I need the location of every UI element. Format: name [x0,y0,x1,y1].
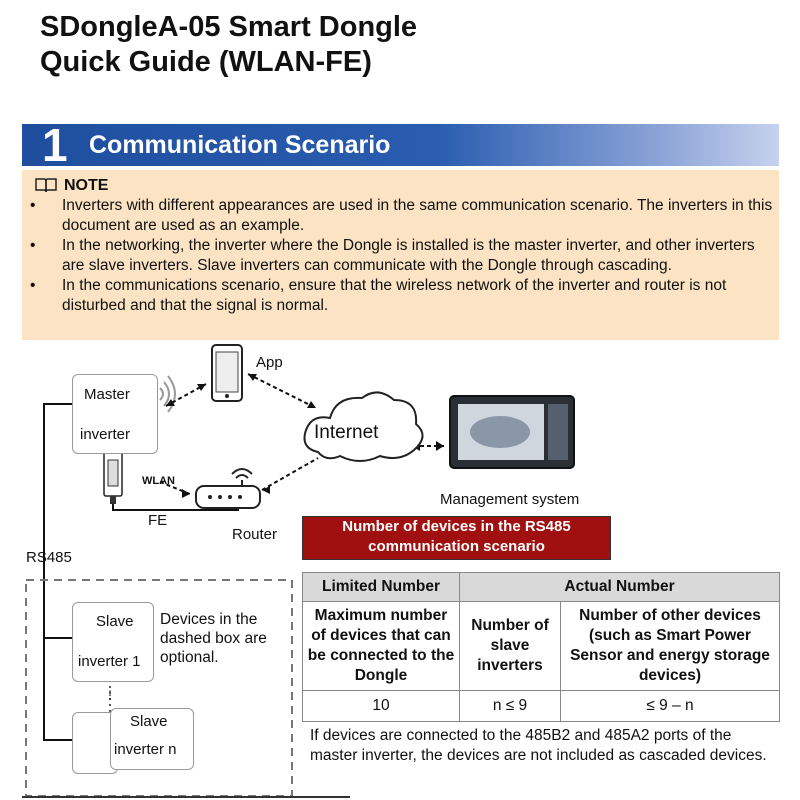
management-system-label: Management system [440,491,580,508]
table-cell: 10 [302,690,460,722]
note-box [22,170,779,340]
internet-label: Internet [314,422,379,443]
table-header-cell: Limited Number [302,572,460,602]
bullet-icon: • [30,197,36,214]
master-inverter-label: inverter [80,426,131,443]
note-item: •In the communications scenario, ensure … [30,277,727,314]
note-item: •Inverters with different appearances ar… [30,197,773,234]
slaven-top-label: Slave [130,713,168,730]
internet-cloud-icon [303,391,424,462]
device-count-table: Limited Number Actual Number Maximum num… [302,572,780,722]
note-list: •Inverters with different appearances ar… [28,196,773,316]
title-line-2: Quick Guide (WLAN-FE) [40,46,372,78]
bullet-icon: • [30,237,36,254]
rs485-label: RS485 [26,549,72,566]
note-item: •In the networking, the inverter where t… [30,237,755,274]
master-inverter-box [72,374,158,454]
table-row: 10 n ≤ 9 ≤ 9 – n [302,690,780,722]
slave1-bottom-label: inverter 1 [78,653,141,670]
title-line-1: SDongleA-05 Smart Dongle [40,11,418,43]
router-label: Router [232,526,278,543]
table-cell: n ≤ 9 [459,690,561,722]
bottom-rule [22,796,350,798]
management-monitor-icon [449,395,575,469]
section-header-bar [22,124,779,166]
note-heading: NOTE [34,176,108,196]
slave1-top-label: Slave [96,613,134,630]
table-title: Number of devices in the RS485 communica… [302,516,611,560]
book-icon [35,178,57,193]
table-header-cell: Actual Number [459,572,780,602]
footnote: If devices are connected to the 485B2 an… [310,727,767,764]
table-header-row: Limited Number Actual Number [302,572,780,602]
section-title: Communication Scenario [89,131,391,159]
table-cell: ≤ 9 – n [560,690,780,722]
document-title: SDongleA-05 Smart Dongle Quick Guide (WL… [40,10,417,80]
table-subheader-cell: Maximum number of devices that can be co… [302,601,460,691]
router-icon [195,468,261,509]
note-label: NOTE [64,177,109,194]
dongle-icon [103,451,123,504]
wifi-signal-icon [159,375,176,413]
ellipsis-label: ⋮ [104,688,116,702]
table-subheader-cell: Number of slave inverters [459,601,561,691]
wlan-label: WLAN [142,475,175,487]
master-label: Master [84,386,130,403]
table-subheader-row: Maximum number of devices that can be co… [302,601,780,691]
optional-note: Devices in the dashed box are optional. [160,611,267,666]
section-number: 1 [42,119,68,171]
bullet-icon: • [30,277,36,294]
slave-inverter-n-box [110,708,194,770]
fe-label: FE [148,512,168,529]
app-label: App [256,354,283,371]
phone-icon [211,344,243,402]
table-subheader-cell: Number of other devices (such as Smart P… [560,601,780,691]
slaven-bottom-label: inverter n [114,741,177,758]
slave-inverter-1-box [72,602,154,682]
